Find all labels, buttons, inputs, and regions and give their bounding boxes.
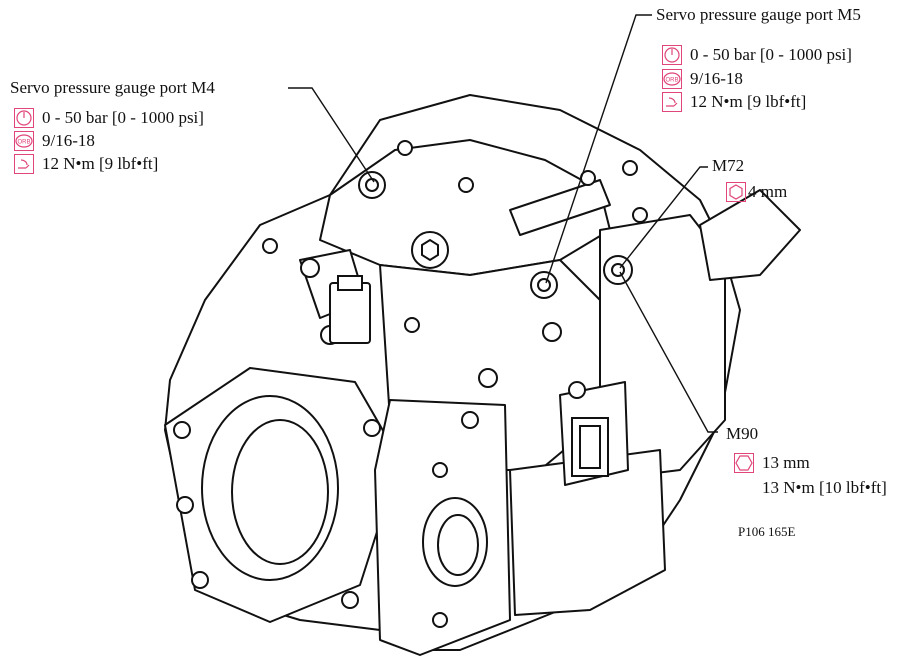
leader-m4 [288, 87, 375, 183]
lower-housing [509, 449, 666, 616]
torque-wrench-icon [662, 92, 682, 112]
top-bracket [509, 179, 611, 236]
m72-size: 4 mm [748, 182, 788, 201]
m90-torque: 13 N•m [10 lbf•ft] [762, 478, 887, 497]
m5-title: Servo pressure gauge port M5 [656, 5, 861, 24]
m5-torque-row: 12 N•m [9 lbf•ft] [662, 92, 806, 112]
m4-thread: 9/16-18 [42, 131, 95, 150]
m4-torque-row: 12 N•m [9 lbf•ft] [14, 154, 158, 174]
hex-socket-icon [734, 453, 754, 473]
m72-title: M72 [712, 156, 745, 175]
m90-title: M90 [726, 424, 759, 443]
figure-id: P106 165E [738, 524, 796, 539]
m5-pressure-row: 0 - 50 bar [0 - 1000 psi] [662, 45, 852, 65]
m5-pressure: 0 - 50 bar [0 - 1000 psi] [690, 45, 852, 64]
m4-pressure: 0 - 50 bar [0 - 1000 psi] [42, 108, 204, 127]
m90-size: 13 mm [762, 453, 810, 472]
m4-torque: 12 N•m [9 lbf•ft] [42, 154, 159, 173]
svg-text:ORB: ORB [665, 78, 678, 84]
m90-size-row: 13 mm [734, 453, 810, 473]
right-housing [599, 214, 726, 481]
m5-thread-row: ORB 9/16-18 [662, 69, 743, 89]
pressure-gauge-icon [662, 45, 682, 65]
shaft-spline [699, 189, 801, 281]
m5-torque: 12 N•m [9 lbf•ft] [690, 92, 807, 111]
leader-m5 [545, 14, 652, 284]
m4-thread-row: ORB 9/16-18 [14, 131, 95, 151]
flange-bore-inner [231, 419, 329, 565]
m72-size-row: 4 mm [726, 182, 787, 202]
port-hole-inner [437, 514, 479, 576]
orb-port-icon: ORB [14, 131, 34, 151]
hex-wrench-icon [726, 182, 746, 202]
svg-text:ORB: ORB [17, 140, 30, 146]
torque-wrench-icon [14, 154, 34, 174]
m4-title: Servo pressure gauge port M4 [10, 78, 215, 97]
orb-port-icon: ORB [662, 69, 682, 89]
pressure-gauge-icon [14, 108, 34, 128]
m4-pressure-row: 0 - 50 bar [0 - 1000 psi] [14, 108, 204, 128]
leader-m90 [619, 271, 718, 433]
leader-m72 [619, 166, 708, 269]
m5-thread: 9/16-18 [690, 69, 743, 88]
